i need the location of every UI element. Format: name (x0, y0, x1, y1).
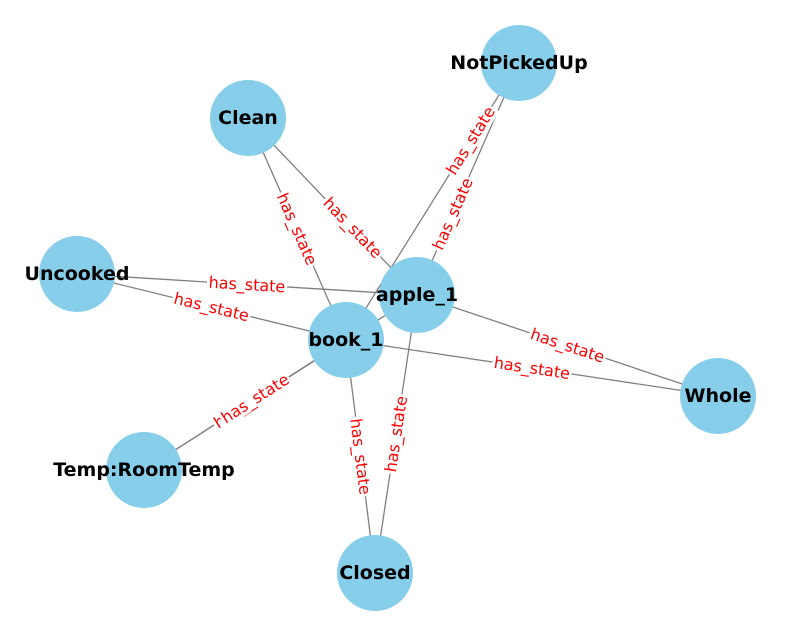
edge-label-background (216, 368, 294, 428)
edge-label-text: has_state (381, 395, 412, 474)
node-whole: Whole (680, 358, 756, 434)
edge-label-background (427, 173, 478, 255)
edge-label-background (272, 188, 323, 270)
edge-label-book_1-notpickedup: has_state (440, 101, 500, 180)
node-uncooked: Uncooked (25, 236, 130, 312)
edge-label-book_1-temp: has_state (216, 368, 294, 428)
edge-label-text: has_state (442, 103, 500, 179)
node-circle (680, 358, 756, 434)
node-label: Temp:RoomTemp (53, 459, 235, 481)
node-clean: Clean (210, 80, 286, 156)
edge-label-background (346, 415, 376, 498)
edge-label-text: has_state (272, 190, 321, 268)
node-book_1: book_1 (308, 302, 384, 378)
edge-label-book_1-closed: has_state (345, 415, 376, 498)
node-apple_1: apple_1 (376, 257, 458, 333)
node-circle (481, 25, 557, 101)
node-circle (210, 80, 286, 156)
edge-label-background (206, 272, 288, 296)
node-label: book_1 (308, 329, 383, 351)
edge-label-apple_1-clean: has_state (318, 191, 388, 263)
edge-label-background (440, 101, 500, 180)
node-circle (308, 302, 384, 378)
node-circle (379, 257, 455, 333)
edge-label-apple_1-notpickedup: has_state (427, 173, 478, 255)
edge-label-book_1-clean: has_state (272, 188, 323, 270)
node-label: Closed (339, 562, 410, 584)
edge-label-text: has_state (218, 370, 293, 428)
edge-label-text: has_state (319, 193, 387, 262)
node-label: apple_1 (376, 284, 458, 306)
edge-label-text: has_state (429, 175, 478, 253)
edge-label-text: has_state (172, 289, 251, 327)
edge-label-apple_1-closed: has_state (380, 392, 412, 475)
edge-label-book_1-whole: has_state (491, 352, 574, 384)
node-circle (39, 236, 115, 312)
node-closed: Closed (337, 535, 413, 611)
node-temp: Temp:RoomTemp (53, 432, 235, 508)
edge-label-background (526, 323, 609, 367)
edge-label-background (170, 287, 253, 326)
node-label: Clean (218, 107, 278, 129)
node-label: NotPickedUp (450, 52, 587, 74)
node-label: Uncooked (25, 263, 130, 285)
edge-label-background (380, 392, 411, 475)
edge-label-background (318, 191, 388, 263)
node-circle (337, 535, 413, 611)
edge-label-text: has_state (492, 353, 571, 384)
node-notpickedup: NotPickedUp (450, 25, 588, 101)
node-label: Whole (685, 385, 752, 407)
edge-label-text: has_state (345, 417, 374, 496)
node-circle (106, 432, 182, 508)
edge-label-apple_1-uncooked: has_state (206, 272, 288, 298)
edge-label-background (491, 352, 574, 383)
edge-label-text: has_state (208, 273, 286, 298)
